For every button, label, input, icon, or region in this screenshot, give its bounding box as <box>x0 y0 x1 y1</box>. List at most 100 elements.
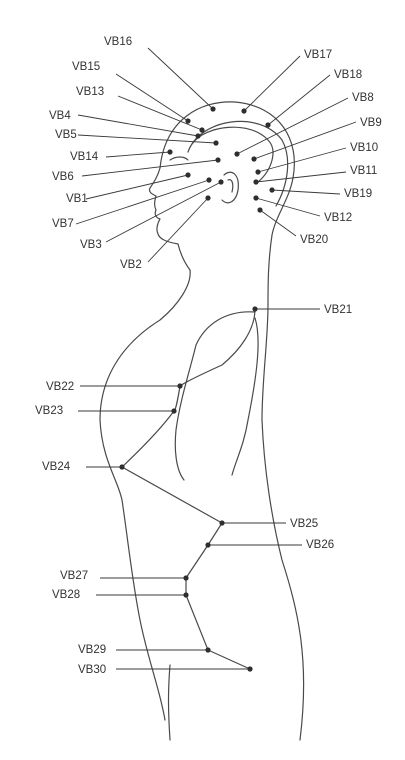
acupoint-dot <box>183 575 189 581</box>
acupoint-dot <box>215 157 221 163</box>
acupoint-dot <box>185 118 191 124</box>
acupoint-label: VB18 <box>334 69 362 81</box>
leader-line <box>259 209 297 237</box>
body-outline <box>99 101 305 741</box>
acupoint-vb16: VB16 <box>104 36 216 112</box>
acupoint-dot <box>205 647 211 653</box>
acupoint-dot <box>213 140 219 146</box>
acupoint-vb12: VB12 <box>253 195 352 224</box>
acupoint-label: VB22 <box>46 381 74 393</box>
acupoint-label: VB5 <box>55 129 77 141</box>
acupoint-vb22: VB22 <box>46 381 183 393</box>
acupoint-vb29: VB29 <box>78 644 211 656</box>
acupoint-dot <box>177 383 183 389</box>
leader-line <box>85 174 189 200</box>
acupoint-label: VB23 <box>35 405 63 417</box>
acupoint-label: VB1 <box>66 193 88 205</box>
acupoint-dot <box>241 108 247 114</box>
acupoint-vb13: VB13 <box>76 86 205 133</box>
acupoint-label: VB8 <box>352 92 374 104</box>
acupoint-vb26: VB26 <box>205 539 334 551</box>
leader-line <box>236 97 349 155</box>
acupoint-dot <box>251 156 257 162</box>
acupoint-vb20: VB20 <box>257 207 328 246</box>
acupoint-dot <box>206 177 212 183</box>
leader-line <box>81 159 219 177</box>
leader-line <box>117 95 203 131</box>
acupoint-vb3: VB3 <box>80 179 224 251</box>
acupoint-label: VB14 <box>70 151 99 163</box>
acupoint-label: VB7 <box>52 218 74 230</box>
acupoint-dot <box>119 464 125 470</box>
acupoint-dot <box>247 666 253 672</box>
acupoint-vb19: VB19 <box>269 187 372 200</box>
acupoint-label: VB11 <box>350 165 377 177</box>
leader-line <box>77 134 217 144</box>
leader-line <box>255 171 347 183</box>
acupoint-label: VB30 <box>78 664 106 676</box>
acupoint-label: VB17 <box>304 49 332 61</box>
leader-line <box>105 181 222 243</box>
acupoint-label: VB24 <box>42 461 71 473</box>
acupoint-dot <box>183 592 189 598</box>
acupoint-dot <box>255 169 261 175</box>
acupoint-vb4: VB4 <box>49 110 201 139</box>
acupoint-vb25: VB25 <box>219 518 318 530</box>
acupoint-label: VB19 <box>344 188 372 200</box>
acupoint-label: VB13 <box>76 86 104 98</box>
leader-line <box>77 114 199 137</box>
acupoint-label: VB9 <box>360 117 382 129</box>
acupoint-dot <box>205 195 211 201</box>
acupoint-vb30: VB30 <box>78 664 253 676</box>
acupoint-label: VB2 <box>120 259 142 271</box>
acupoint-dot <box>195 133 201 139</box>
acupoint-vb11: VB11 <box>253 165 377 185</box>
acupoint-vb27: VB27 <box>60 570 189 582</box>
acupoint-vb23: VB23 <box>35 405 177 417</box>
acupoint-dot <box>171 408 177 414</box>
acupoint-vb5: VB5 <box>55 129 219 146</box>
acupoint-label: VB15 <box>72 61 100 73</box>
leader-line <box>147 197 209 263</box>
acupoint-vb18: VB18 <box>265 69 362 128</box>
acupoint-vb10: VB10 <box>255 142 378 175</box>
acupoint-vb24: VB24 <box>42 461 125 473</box>
acupoint-label: VB27 <box>60 570 88 582</box>
acupoint-label: VB10 <box>350 142 378 154</box>
acupoint-dot <box>269 187 275 193</box>
acupoint-label: VB4 <box>49 110 71 122</box>
leader-line <box>253 121 357 160</box>
leader-line <box>147 47 214 110</box>
acupoint-dot <box>265 122 271 128</box>
acupoint-label: VB25 <box>290 518 318 530</box>
acupoint-label: VB12 <box>324 212 352 224</box>
acupoint-vb7: VB7 <box>52 177 212 230</box>
acupoint-vb9: VB9 <box>251 117 382 162</box>
acupoint-vb6: VB6 <box>52 157 221 183</box>
leader-line <box>257 147 347 173</box>
acupoint-dot <box>210 106 216 112</box>
acupoint-dot <box>167 149 173 155</box>
acupoint-dot <box>185 172 191 178</box>
leader-line <box>75 179 210 225</box>
leader-line <box>105 151 171 158</box>
acupoint-label: VB28 <box>52 589 80 601</box>
leader-line <box>243 55 301 112</box>
acupoint-vb28: VB28 <box>52 589 189 601</box>
leader-line <box>267 74 331 126</box>
acupoint-label: VB16 <box>104 36 132 48</box>
acupoint-label: VB21 <box>324 304 352 316</box>
acupoint-dot <box>219 520 225 526</box>
acupoint-label: VB20 <box>300 234 328 246</box>
acupoint-dot <box>205 542 211 548</box>
meridian-path <box>121 120 289 670</box>
acupoint-label: VB26 <box>306 539 334 551</box>
acupoint-label: VB3 <box>80 239 102 251</box>
acupoint-vb15: VB15 <box>72 61 191 124</box>
acupoint-vb17: VB17 <box>241 49 332 114</box>
leader-line <box>255 197 321 217</box>
acupoint-label: VB29 <box>78 644 106 656</box>
acupoint-dot <box>257 207 263 213</box>
acupoint-dot <box>199 127 205 133</box>
